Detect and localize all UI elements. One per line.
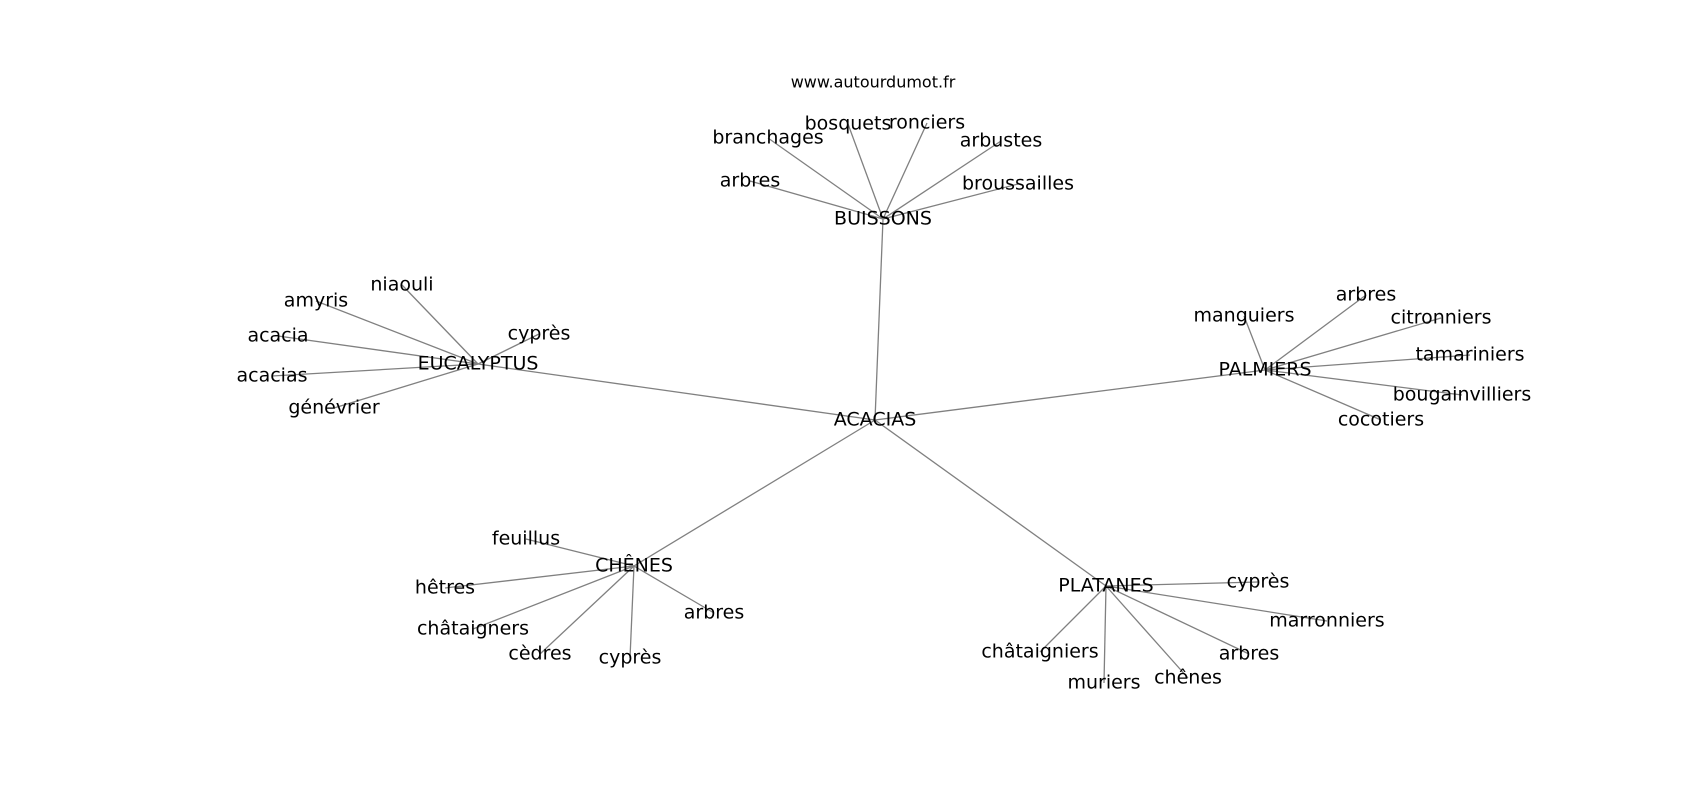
edge-center-to-0	[874, 218, 884, 421]
edge-3-leaf-4	[629, 565, 635, 659]
edge-1-leaf-0	[401, 284, 479, 365]
leaf-node: hêtres	[415, 577, 475, 599]
edge-0-leaf-4	[749, 180, 884, 220]
edge-2-leaf-5	[1264, 369, 1382, 421]
edge-0-leaf-3	[882, 140, 1002, 220]
leaf-node: marronniers	[1269, 610, 1384, 632]
edge-1-leaf-3	[271, 363, 479, 377]
hub-node: BUISSONS	[834, 208, 932, 230]
edge-3-leaf-5	[633, 565, 715, 614]
edge-3-leaf-3	[539, 565, 635, 655]
leaf-node: ronciers	[889, 112, 965, 134]
hub-node: EUCALYPTUS	[418, 353, 539, 375]
edge-3-leaf-2	[472, 565, 635, 630]
edge-1-leaf-4	[333, 363, 479, 409]
edge-1-leaf-1	[315, 300, 479, 365]
leaf-node: génévrier	[288, 397, 380, 419]
graph-edges	[271, 122, 1471, 684]
leaf-node: tamariniers	[1415, 344, 1524, 366]
leaf-node: arbustes	[960, 130, 1043, 152]
leaf-node: broussailles	[962, 173, 1074, 195]
leaf-node: niaouli	[370, 274, 433, 296]
edge-4-leaf-5	[1039, 585, 1107, 653]
leaf-node: arbres	[684, 602, 745, 624]
edge-2-leaf-1	[1264, 294, 1367, 371]
leaf-node: arbres	[1336, 284, 1397, 306]
leaf-node: acacias	[237, 365, 308, 387]
edge-center-to-2	[874, 369, 1266, 421]
leaf-node: branchages	[712, 127, 823, 149]
edge-2-leaf-2	[1264, 317, 1442, 371]
edge-4-leaf-3	[1105, 585, 1189, 679]
leaf-node: manguiers	[1194, 305, 1295, 327]
leaf-node: arbres	[1219, 643, 1280, 665]
hub-node: CHÊNES	[595, 554, 673, 577]
edge-4-leaf-2	[1105, 585, 1250, 655]
edge-4-leaf-1	[1105, 585, 1328, 622]
leaf-node: feuillus	[492, 528, 560, 550]
leaf-node: cèdres	[508, 643, 571, 665]
center-node: ACACIAS	[834, 409, 917, 431]
leaf-node: bosquets	[805, 113, 892, 135]
edge-center-to-1	[477, 363, 876, 421]
leaf-node: amyris	[284, 290, 348, 312]
edge-0-leaf-2	[882, 122, 928, 220]
edge-2-leaf-3	[1264, 354, 1471, 371]
edge-0-leaf-0	[767, 137, 884, 220]
leaf-node: bougainvilliers	[1393, 384, 1532, 406]
graph-labels: www.autourdumot.fr ACACIAS branchagesbos…	[237, 73, 1532, 694]
edge-3-leaf-1	[444, 565, 635, 589]
hub-node: PLATANES	[1058, 575, 1153, 597]
edge-4-leaf-4	[1103, 585, 1107, 684]
leaf-node: citronniers	[1391, 307, 1492, 329]
edge-center-to-4	[874, 419, 1107, 587]
edge-2-leaf-0	[1243, 315, 1266, 371]
leaf-node: chênes	[1154, 667, 1222, 689]
edge-1-leaf-2	[277, 335, 479, 365]
edge-2-leaf-4	[1264, 369, 1463, 396]
leaf-node: arbres	[720, 170, 781, 192]
leaf-node: châtaigners	[417, 618, 529, 640]
edge-3-leaf-0	[525, 538, 635, 567]
hub-node: PALMIERS	[1218, 359, 1311, 381]
edge-0-leaf-1	[847, 123, 884, 220]
site-url: www.autourdumot.fr	[791, 73, 956, 92]
edge-0-leaf-5	[882, 183, 1019, 220]
leaf-node: cyprès	[508, 323, 571, 345]
edge-center-to-3	[633, 419, 876, 567]
leaf-node: acacia	[247, 325, 308, 347]
leaf-node: cyprès	[1227, 571, 1290, 593]
edge-1-leaf-5	[477, 333, 540, 365]
edge-4-leaf-0	[1105, 581, 1259, 587]
leaf-node: châtaigniers	[981, 641, 1098, 663]
leaf-node: cocotiers	[1338, 409, 1424, 431]
leaf-node: muriers	[1067, 672, 1140, 694]
leaf-node: cyprès	[599, 647, 662, 669]
